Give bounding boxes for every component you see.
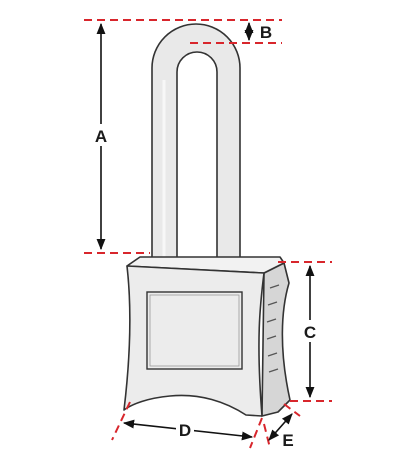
ref-line-d-left	[111, 401, 131, 441]
dimension-label-d: D	[179, 421, 191, 440]
dimension-label-b: B	[260, 23, 272, 42]
label-plate	[146, 291, 243, 370]
label-backgrounds	[93, 124, 319, 439]
ref-line-e-left	[263, 423, 271, 449]
dimension-label-c: C	[304, 323, 316, 342]
lock-body	[123, 256, 291, 417]
ref-line-e-right	[283, 403, 301, 417]
dimension-label-a: A	[95, 127, 107, 146]
dimension-label-e: E	[282, 431, 293, 450]
reference-lines	[84, 19, 332, 449]
shackle	[151, 23, 241, 263]
side-ribs	[266, 284, 280, 373]
shackle-outline	[151, 23, 241, 263]
label-plate-inner	[149, 294, 240, 367]
dim-arrow-e	[268, 413, 293, 441]
ref-line-d-right	[249, 417, 263, 449]
